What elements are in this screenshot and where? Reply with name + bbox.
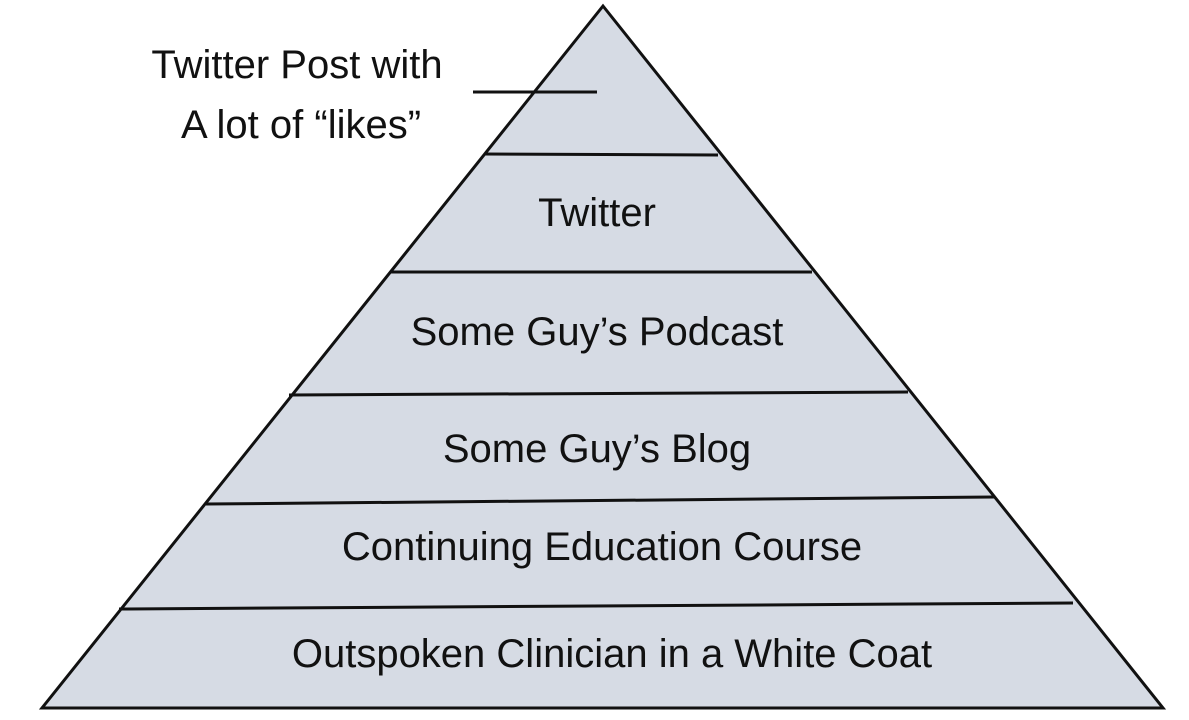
callout-line-1: Twitter Post with: [151, 43, 442, 87]
tier-divider-3: [288, 390, 909, 397]
tier-label-ce-course: Continuing Education Course: [342, 525, 862, 569]
tier-label-twitter: Twitter: [538, 191, 656, 235]
tier-label-podcast: Some Guy’s Podcast: [411, 310, 784, 354]
callout-line-2: A lot of “likes”: [181, 103, 421, 147]
pyramid-shape: [38, 3, 1167, 710]
tier-divider-4: [205, 495, 995, 506]
tier-divider-5: [118, 601, 1074, 611]
tier-label-clinician: Outspoken Clinician in a White Coat: [292, 632, 932, 676]
tier-label-blog: Some Guy’s Blog: [443, 427, 751, 471]
tier-divider-1: [483, 152, 719, 157]
